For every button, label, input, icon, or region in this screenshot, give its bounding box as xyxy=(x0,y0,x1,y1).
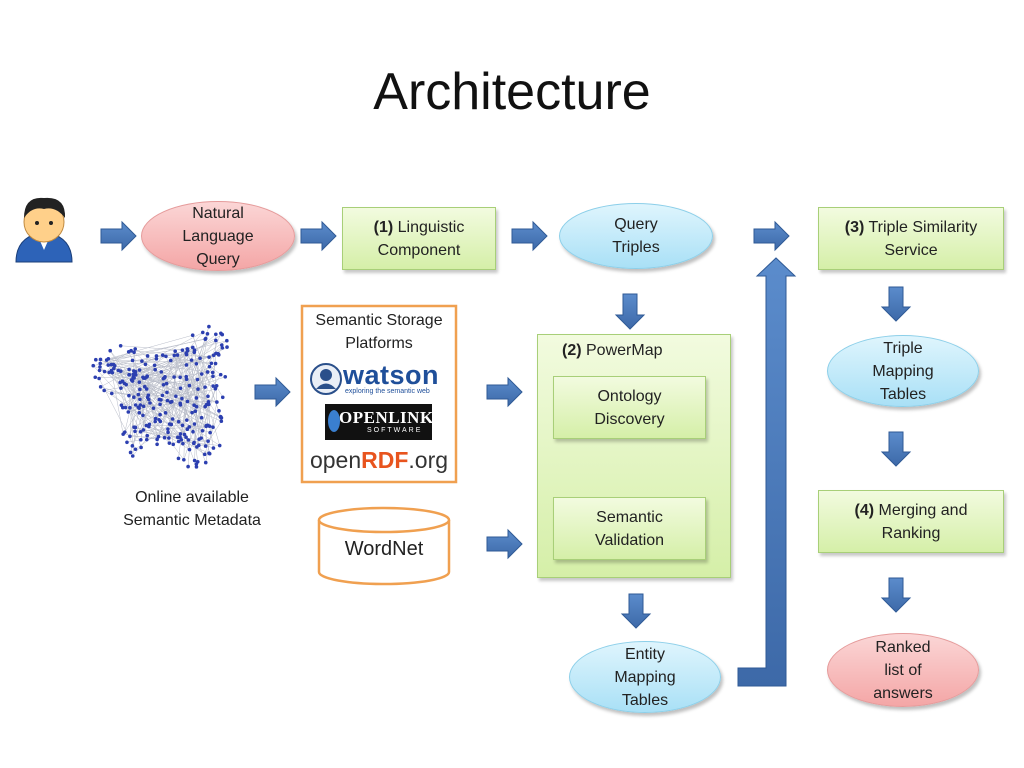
arrow-nlq-to-linguistic xyxy=(300,220,337,252)
watson-logo: watson exploring the semantic web xyxy=(309,360,440,398)
linguistic-component-number: (1) xyxy=(373,218,394,236)
arrow-storage-to-powermap xyxy=(486,376,523,408)
query-triples-node: Query Triples xyxy=(559,203,713,269)
slide-title: Architecture xyxy=(373,63,651,121)
arrow-triples-to-similarity xyxy=(753,220,790,252)
arrow-user-to-query xyxy=(100,220,137,252)
query-triples-label: Query Triples xyxy=(612,216,660,256)
merging-ranking-label: Merging and Ranking xyxy=(878,501,968,542)
openlink-logo: OPENLINK SOFTWARE xyxy=(325,404,434,440)
watson-tagline: exploring the semantic web xyxy=(345,388,430,395)
arrow-linguistic-to-triples xyxy=(511,220,548,252)
merging-ranking-node: (4) Merging and Ranking xyxy=(818,490,1004,553)
arrow-wordnet-to-powermap xyxy=(486,528,523,560)
powermap-title-number: (2) xyxy=(562,342,582,359)
openlink-logo-sub: SOFTWARE xyxy=(367,427,423,434)
arrow-triples-to-powermap xyxy=(614,293,646,330)
semantic-validation-node: Semantic Validation xyxy=(553,497,706,560)
ontology-discovery-node: Ontology Discovery xyxy=(553,376,706,439)
openrdf-suffix: .org xyxy=(408,447,449,473)
linguistic-component-label: Linguistic Component xyxy=(377,218,465,259)
openlink-emblem-icon xyxy=(328,410,340,432)
ranked-list-node: Ranked list of answers xyxy=(827,633,979,707)
triple-similarity-node: (3) Triple Similarity Service xyxy=(818,207,1004,270)
natural-language-query-node: Natural Language Query xyxy=(141,201,295,271)
storage-platforms-frame xyxy=(300,304,458,484)
arrow-merging-to-ranked xyxy=(880,577,912,613)
watson-logo-text: watson xyxy=(343,360,440,390)
wordnet-cylinder xyxy=(317,506,451,586)
semantic-validation-label: Semantic Validation xyxy=(594,508,665,549)
openlink-logo-text: OPENLINK xyxy=(339,408,434,427)
online-metadata-caption: Online available Semantic Metadata xyxy=(123,489,261,529)
entity-mapping-label: Entity Mapping Tables xyxy=(614,645,676,709)
user-icon xyxy=(15,197,73,263)
openrdf-rdf: RDF xyxy=(361,447,409,473)
triple-mapping-node: Triple Mapping Tables xyxy=(827,335,979,407)
entity-mapping-node: Entity Mapping Tables xyxy=(569,641,721,713)
triple-similarity-number: (3) xyxy=(844,218,865,236)
arrow-triplemap-to-merging xyxy=(880,431,912,467)
triple-mapping-label: Triple Mapping Tables xyxy=(872,339,934,403)
triple-similarity-label: Triple Similarity Service xyxy=(868,218,978,259)
arrow-network-to-storage xyxy=(254,376,291,408)
powermap-title-label: PowerMap xyxy=(581,342,663,359)
arrow-entity-to-similarity xyxy=(737,257,797,687)
arrow-powermap-to-entity xyxy=(620,593,652,629)
openrdf-prefix: open xyxy=(309,447,362,473)
powermap-title: (2) PowerMap xyxy=(562,342,662,360)
semantic-storage-title: Semantic Storage Platforms xyxy=(315,312,443,352)
semantic-network-graphic xyxy=(91,324,229,469)
openrdf-logo: openRDF.org xyxy=(302,447,456,474)
wordnet-label: WordNet xyxy=(344,538,424,560)
merging-ranking-number: (4) xyxy=(854,501,875,519)
ontology-discovery-label: Ontology Discovery xyxy=(594,387,665,428)
arrow-similarity-to-triplemap xyxy=(880,286,912,322)
ranked-list-label: Ranked list of answers xyxy=(873,638,933,702)
linguistic-component-node: (1) Linguistic Component xyxy=(342,207,496,270)
natural-language-query-label: Natural Language Query xyxy=(182,204,254,268)
